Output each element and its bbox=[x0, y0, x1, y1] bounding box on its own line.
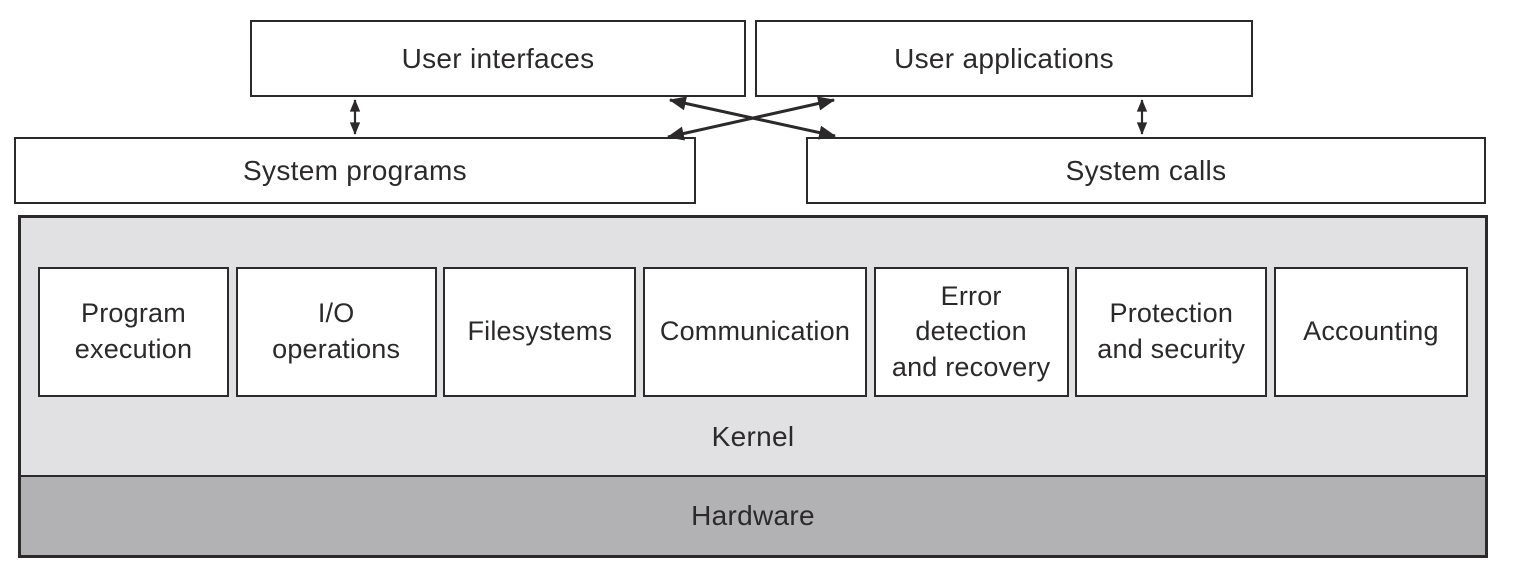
hardware-section: Hardware bbox=[21, 475, 1485, 555]
kernel-section: Program execution I/O operations Filesys… bbox=[18, 215, 1488, 558]
service-box-protection-and-security: Protection and security bbox=[1075, 267, 1268, 397]
hardware-label: Hardware bbox=[691, 500, 815, 531]
box-user-interfaces-label: User interfaces bbox=[401, 42, 595, 74]
kernel-services-row: Program execution I/O operations Filesys… bbox=[21, 267, 1485, 397]
service-label: Filesystems bbox=[467, 316, 613, 347]
service-label: Program execution bbox=[74, 298, 193, 364]
service-label: I/O operations bbox=[272, 298, 401, 364]
box-system-calls-label: System calls bbox=[1065, 154, 1227, 186]
service-box-program-execution: Program execution bbox=[38, 267, 229, 397]
service-box-communication: Communication bbox=[642, 267, 867, 397]
service-box-error-detection-and-recovery: Error detection and recovery bbox=[873, 267, 1069, 397]
double-arrow-userinterfaces-systemcalls bbox=[668, 96, 837, 140]
box-user-interfaces: User interfaces bbox=[250, 20, 746, 97]
box-system-programs-label: System programs bbox=[243, 154, 467, 186]
box-user-applications-label: User applications bbox=[894, 42, 1114, 74]
service-label: Error detection and recovery bbox=[891, 280, 1051, 382]
service-box-accounting: Accounting bbox=[1273, 267, 1468, 397]
service-box-filesystems: Filesystems bbox=[443, 267, 637, 397]
service-box-io-operations: I/O operations bbox=[235, 267, 437, 397]
kernel-label: Kernel bbox=[711, 421, 795, 452]
service-label: Communication bbox=[659, 316, 851, 347]
box-user-applications: User applications bbox=[755, 20, 1253, 97]
double-arrow-userapplications-systemprograms bbox=[666, 96, 836, 141]
box-system-calls: System calls bbox=[806, 137, 1486, 204]
service-label: Protection and security bbox=[1097, 298, 1246, 364]
service-label: Accounting bbox=[1303, 316, 1439, 347]
box-system-programs: System programs bbox=[14, 137, 696, 204]
